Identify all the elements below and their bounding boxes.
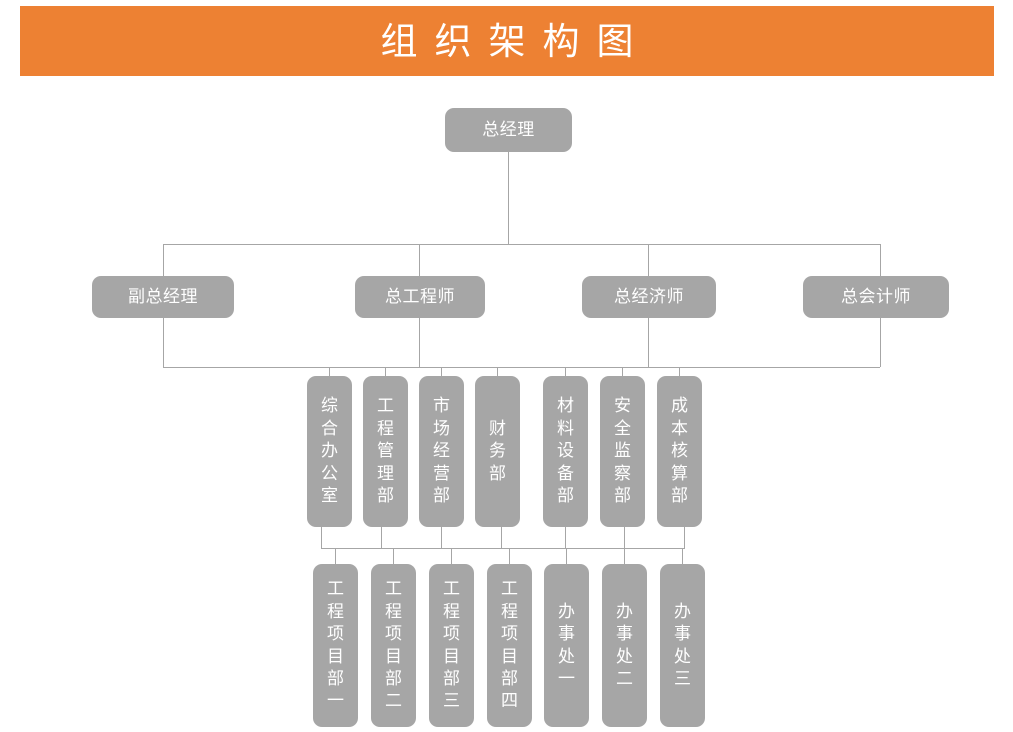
connector-drop-l3-5: [566, 548, 567, 564]
connector-drop-l2-2: [385, 367, 386, 376]
node-chief-economist[interactable]: 总经济师: [582, 276, 716, 318]
node-general-manager[interactable]: 总经理: [445, 108, 572, 152]
node-project-dept-3[interactable]: 工 程 项 目 部 三: [429, 564, 474, 727]
node-label: 综 合 办 公 室: [321, 396, 338, 507]
connector-stem-l1-2: [419, 318, 420, 367]
node-label: 工 程 项 目 部 四: [501, 579, 518, 712]
connector-stem-l2-3: [441, 527, 442, 548]
node-project-dept-1[interactable]: 工 程 项 目 部 一: [313, 564, 358, 727]
connector-stem-l1-4: [880, 318, 881, 367]
node-cost-accounting-dept[interactable]: 成 本 核 算 部: [657, 376, 702, 527]
node-label: 副总经理: [128, 286, 198, 307]
connector-drop-l2-5: [565, 367, 566, 376]
connector-drop-l3-6: [624, 548, 625, 564]
connector-drop-l1-1: [163, 244, 164, 276]
node-office-3[interactable]: 办 事 处 三: [660, 564, 705, 727]
connector-drop-l3-3: [451, 548, 452, 564]
connector-stem-l2-4: [501, 527, 502, 548]
node-label: 总工程师: [385, 286, 455, 307]
node-label: 总经济师: [614, 286, 684, 307]
connector-stem-l2-5: [565, 527, 566, 548]
node-label: 安 全 监 察 部: [614, 396, 631, 507]
node-label: 工 程 项 目 部 一: [327, 579, 344, 712]
connector-stem-l1-1: [163, 318, 164, 367]
connector-stem-l2-6: [624, 527, 625, 548]
connector-top-stem: [508, 152, 509, 244]
node-label: 总经理: [482, 119, 535, 140]
title-banner: 组织架构图: [20, 6, 994, 76]
node-general-office[interactable]: 综 合 办 公 室: [307, 376, 352, 527]
node-label: 工 程 项 目 部 三: [443, 579, 460, 712]
node-label: 办 事 处 一: [558, 601, 575, 689]
connector-drop-l1-3: [648, 244, 649, 276]
node-label: 办 事 处 二: [616, 601, 633, 689]
connector-drop-l1-2: [419, 244, 420, 276]
node-label: 工 程 项 目 部 二: [385, 579, 402, 712]
connector-drop-l2-1: [329, 367, 330, 376]
node-label: 成 本 核 算 部: [671, 396, 688, 507]
node-label: 财 务 部: [489, 418, 506, 484]
node-chief-engineer[interactable]: 总工程师: [355, 276, 485, 318]
page-title: 组织架构图: [380, 19, 651, 63]
node-label: 市 场 经 营 部: [433, 396, 450, 507]
connector-drop-l2-3: [441, 367, 442, 376]
connector-stem-l2-7: [684, 527, 685, 548]
node-deputy-general-manager[interactable]: 副总经理: [92, 276, 234, 318]
connector-drop-l3-2: [393, 548, 394, 564]
node-safety-supervision-dept[interactable]: 安 全 监 察 部: [600, 376, 645, 527]
node-office-2[interactable]: 办 事 处 二: [602, 564, 647, 727]
node-label: 办 事 处 三: [674, 601, 691, 689]
connector-drop-l2-4: [497, 367, 498, 376]
connector-level2-bus: [163, 367, 880, 368]
node-project-dept-4[interactable]: 工 程 项 目 部 四: [487, 564, 532, 727]
node-office-1[interactable]: 办 事 处 一: [544, 564, 589, 727]
connector-drop-l2-7: [679, 367, 680, 376]
node-label: 工 程 管 理 部: [377, 396, 394, 507]
connector-drop-l2-6: [622, 367, 623, 376]
node-finance-dept[interactable]: 财 务 部: [475, 376, 520, 527]
node-materials-equipment-dept[interactable]: 材 料 设 备 部: [543, 376, 588, 527]
node-project-dept-2[interactable]: 工 程 项 目 部 二: [371, 564, 416, 727]
connector-drop-l1-4: [880, 244, 881, 276]
connector-stem-l2-1: [321, 527, 322, 548]
connector-level1-bus: [163, 244, 880, 245]
node-engineering-management-dept[interactable]: 工 程 管 理 部: [363, 376, 408, 527]
connector-drop-l3-1: [335, 548, 336, 564]
node-market-operations-dept[interactable]: 市 场 经 营 部: [419, 376, 464, 527]
node-chief-accountant[interactable]: 总会计师: [803, 276, 949, 318]
connector-stem-l1-3: [648, 318, 649, 367]
connector-stem-l2-2: [381, 527, 382, 548]
connector-level3-bus: [321, 548, 685, 549]
connector-drop-l3-4: [509, 548, 510, 564]
node-label: 总会计师: [841, 286, 911, 307]
node-label: 材 料 设 备 部: [557, 396, 574, 507]
connector-drop-l3-7: [682, 548, 683, 564]
